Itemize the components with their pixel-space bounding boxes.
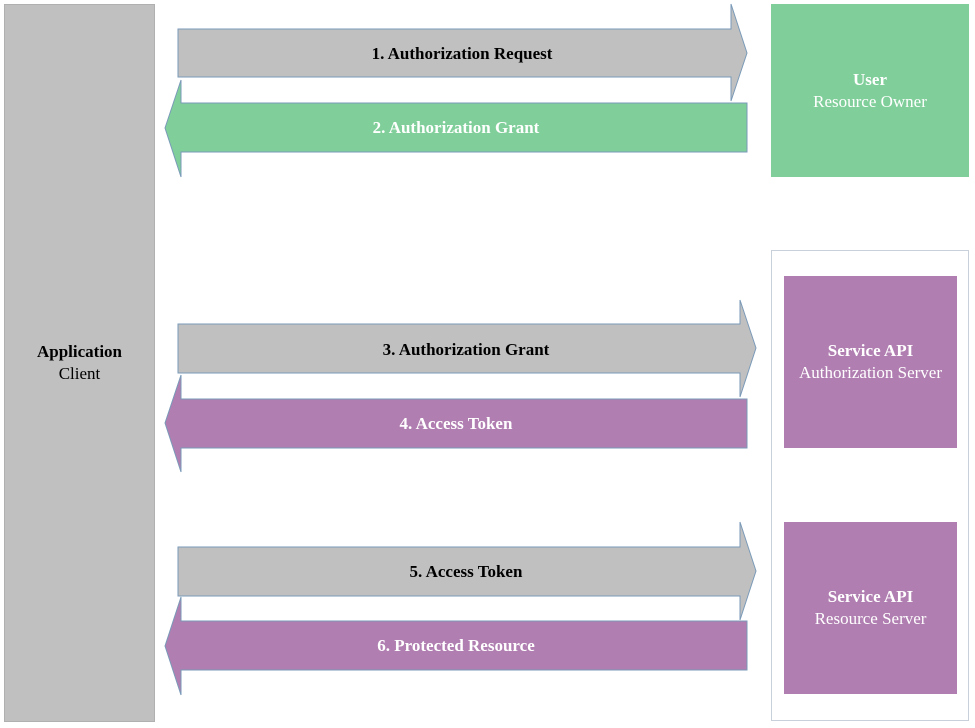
arrow-1-label: 1. Authorization Request	[372, 44, 553, 63]
arrow-5-shape	[177, 521, 757, 621]
arrow-5-label: 5. Access Token	[410, 562, 523, 581]
arrow-4-access-token: 4. Access Token	[164, 374, 748, 473]
resource-server-title: Service API	[827, 587, 914, 606]
arrow-2-label: 2. Authorization Grant	[373, 118, 540, 137]
arrow-2-shape	[164, 79, 748, 178]
arrow-6-label: 6. Protected Resource	[377, 636, 535, 655]
resource-server-box: Service API Resource Server	[784, 522, 957, 694]
authorization-server-box: Service API Authorization Server	[784, 276, 957, 448]
arrow-6-protected-resource: 6. Protected Resource	[164, 596, 748, 696]
client-subtitle: Client	[58, 364, 101, 383]
arrow-1-authorization-request: 1. Authorization Request	[177, 3, 748, 102]
arrow-3-authorization-grant: 3. Authorization Grant	[177, 299, 757, 398]
arrow-4-shape	[164, 374, 748, 473]
auth-server-title: Service API	[827, 341, 914, 360]
user-title: User	[853, 69, 887, 89]
resource-server-subtitle: Resource Server	[814, 609, 927, 628]
arrow-1-shape	[177, 3, 748, 102]
auth-server-subtitle: Authorization Server	[798, 363, 943, 382]
arrow-3-label: 3. Authorization Grant	[383, 340, 550, 359]
arrow-2-authorization-grant: 2. Authorization Grant	[164, 79, 748, 178]
user-subtitle: Resource Owner	[813, 91, 927, 111]
arrow-5-access-token: 5. Access Token	[177, 521, 757, 621]
application-client-box: Application Client	[4, 4, 155, 722]
user-resource-owner-box: User Resource Owner	[771, 4, 969, 177]
arrow-3-shape	[177, 299, 757, 398]
arrow-6-shape	[164, 596, 748, 696]
client-title: Application	[36, 342, 123, 361]
arrow-4-label: 4. Access Token	[400, 414, 513, 433]
